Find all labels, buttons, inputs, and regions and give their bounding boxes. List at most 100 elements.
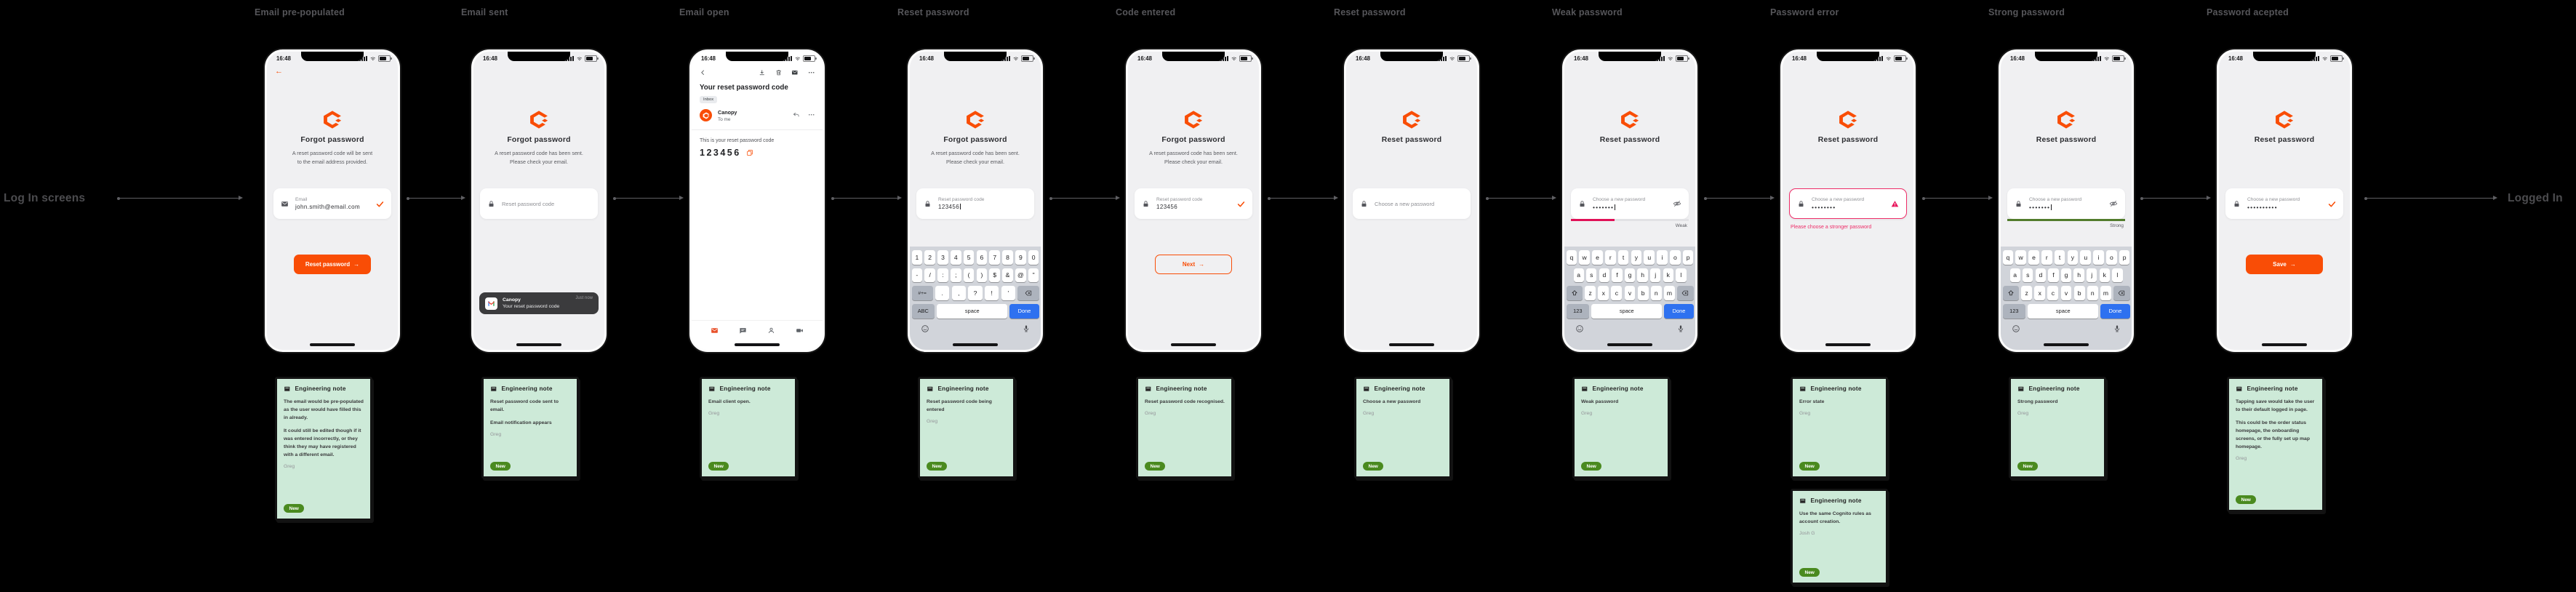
kb-key[interactable]: n [2087,286,2098,300]
kb-key[interactable]: ' [1001,286,1016,300]
kb-key-done[interactable]: Done [2100,304,2130,319]
engineering-note[interactable]: Engineering note The email would be pre-… [275,377,372,521]
kb-key[interactable]: g [1624,268,1636,283]
eye-off-icon[interactable] [2109,199,2118,208]
kb-key[interactable]: l [1676,268,1687,283]
kb-key[interactable]: ! [984,286,999,300]
kb-key[interactable]: m [1663,286,1675,300]
kb-key[interactable]: e [2028,250,2039,265]
kb-key[interactable]: 6 [976,250,988,265]
new-password-field[interactable]: Choose a new password [1353,188,1471,219]
kb-key[interactable]: @ [1015,268,1026,283]
kb-key-123[interactable]: 123 [2002,304,2026,319]
chat-tab-icon[interactable] [739,327,747,335]
kb-key-shift[interactable] [1566,286,1583,300]
next-button[interactable]: Next→ [1155,255,1232,274]
meet-tab-icon[interactable] [796,327,804,335]
reset-password-button[interactable]: Reset password→ [294,255,371,274]
engineering-note[interactable]: Engineering note Reset password code bei… [918,377,1015,479]
kb-key[interactable]: t [1617,250,1629,265]
kb-key[interactable]: h [1637,268,1648,283]
more-options-icon[interactable] [808,111,815,119]
kb-key-abc[interactable]: ABC [911,304,935,319]
kb-key[interactable]: #+= [911,286,933,300]
emoji-icon[interactable] [2012,324,2020,333]
kb-key[interactable]: ) [976,268,988,283]
kb-key[interactable]: r [1604,250,1616,265]
kb-key[interactable]: g [2060,268,2072,283]
kb-key[interactable]: b [2073,286,2085,300]
kb-key[interactable]: v [1624,286,1636,300]
kb-key[interactable]: . [935,286,950,300]
kb-key[interactable]: r [2041,250,2052,265]
more-options-icon[interactable] [808,69,815,76]
kb-key[interactable]: s [2023,268,2033,283]
kb-key[interactable]: 8 [1002,250,1013,265]
kb-key-backspace[interactable] [1017,286,1039,300]
kb-key[interactable]: $ [989,268,1001,283]
engineering-note[interactable]: Engineering note Email client open. Greg… [700,377,797,479]
kb-key[interactable]: a [2009,268,2020,283]
kb-key[interactable]: k [2099,268,2110,283]
kb-key-space[interactable]: space [2028,304,2099,319]
kb-key[interactable]: l [2112,268,2123,283]
new-password-field[interactable]: Choose a new password ••••••• [1571,188,1689,219]
kb-key-backspace[interactable] [2113,286,2130,300]
kb-key[interactable]: z [1585,286,1596,300]
engineering-note[interactable]: Engineering note Reset password code sen… [481,377,579,479]
engineering-note[interactable]: Engineering note Weak password Greg New [1572,377,1670,479]
kb-key-shift[interactable] [2002,286,2019,300]
kb-key[interactable]: 9 [1015,250,1026,265]
kb-key[interactable]: - [911,268,923,283]
download-icon[interactable] [759,69,766,76]
kb-key[interactable]: 1 [911,250,923,265]
new-password-field[interactable]: Choose a new password ••••••• [2007,188,2125,219]
kb-key[interactable]: k [1663,268,1673,283]
kb-key[interactable]: i [2093,250,2104,265]
envelope-icon[interactable] [791,69,799,76]
kb-key[interactable]: & [1002,268,1013,283]
kb-key[interactable]: 3 [937,250,948,265]
kb-key[interactable]: d [2035,268,2047,283]
kb-key[interactable]: x [2034,286,2046,300]
engineering-note[interactable]: Engineering note Choose a new password G… [1354,377,1452,479]
kb-key-done[interactable]: Done [1009,304,1039,319]
trash-icon[interactable] [775,69,783,76]
kb-key[interactable]: 0 [1028,250,1039,265]
emoji-icon[interactable] [1575,324,1584,333]
kb-key-123[interactable]: 123 [1566,304,1590,319]
mic-icon[interactable] [1676,324,1685,333]
kb-key[interactable]: n [1650,286,1662,300]
mic-icon[interactable] [1022,324,1031,333]
kb-key[interactable]: i [1657,250,1668,265]
kb-key[interactable]: q [2002,250,2014,265]
kb-key[interactable]: 7 [989,250,1001,265]
kb-key[interactable]: y [1631,250,1642,265]
kb-key[interactable]: j [2086,268,2097,283]
back-button[interactable]: ← [275,67,283,76]
kb-key[interactable]: ? [968,286,983,300]
mail-tab-icon[interactable] [711,327,719,335]
kb-key[interactable]: , [951,286,967,300]
kb-key[interactable]: h [2073,268,2084,283]
kb-key[interactable]: p [2119,250,2130,265]
kb-key[interactable]: u [2080,250,2092,265]
kb-key-backspace[interactable] [1677,286,1694,300]
kb-key[interactable]: s [1586,268,1597,283]
engineering-note[interactable]: Engineering note Strong password Greg Ne… [2009,377,2106,479]
kb-key[interactable]: / [924,268,935,283]
kb-key[interactable]: e [1592,250,1603,265]
mic-icon[interactable] [2113,324,2121,333]
kb-key[interactable]: 5 [963,250,975,265]
reply-icon[interactable] [793,111,800,119]
kb-key[interactable]: q [1566,250,1577,265]
spaces-tab-icon[interactable] [767,327,775,335]
kb-key-done[interactable]: Done [1664,304,1694,319]
back-chevron-icon[interactable] [700,69,707,76]
kb-key[interactable]: w [2015,250,2026,265]
reset-code-field[interactable]: Reset password code [480,188,598,219]
kb-key[interactable]: p [1682,250,1694,265]
kb-key[interactable]: ; [950,268,961,283]
engineering-note[interactable]: Engineering note Reset password code rec… [1136,377,1233,479]
kb-key[interactable]: 2 [924,250,935,265]
